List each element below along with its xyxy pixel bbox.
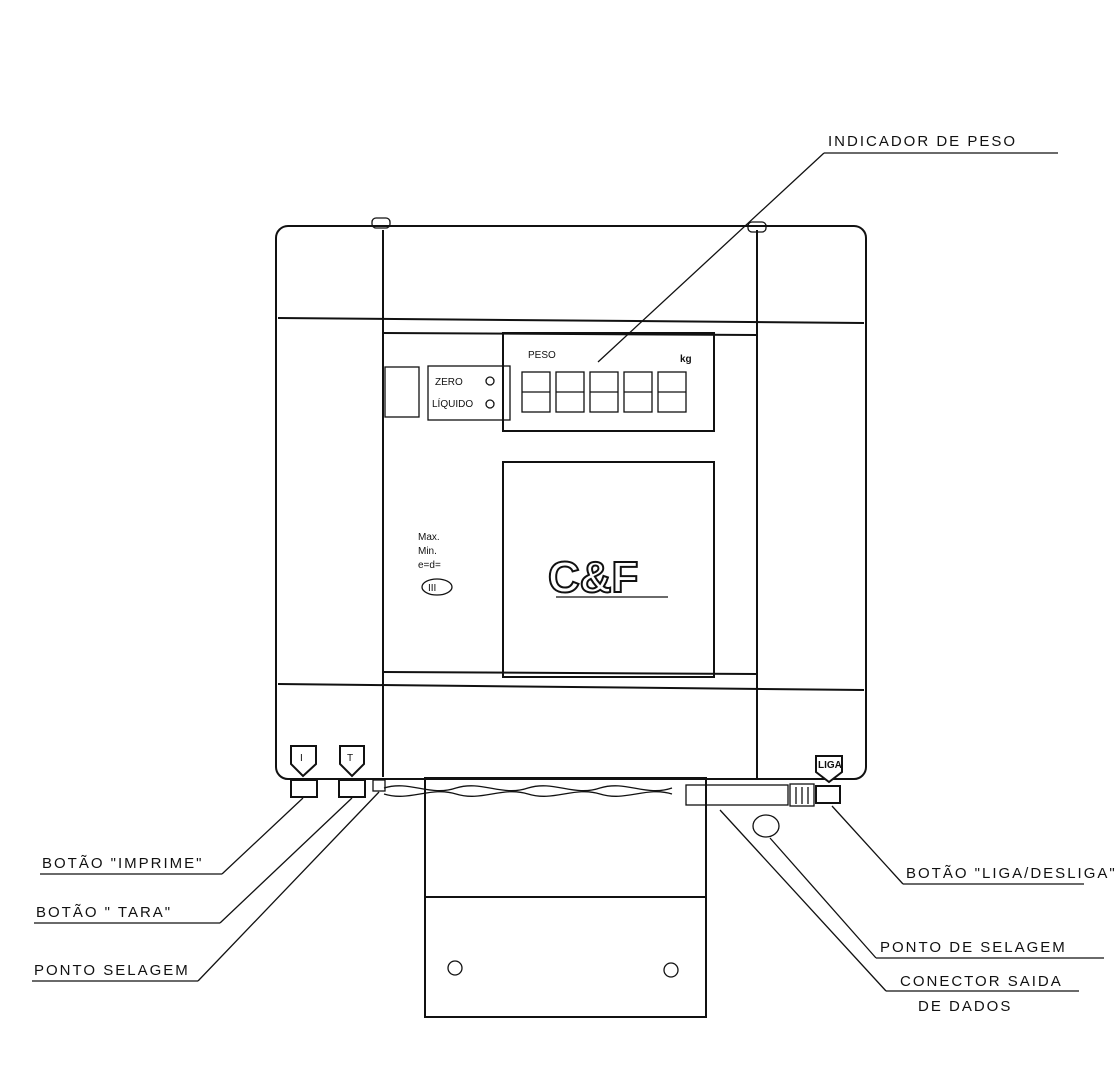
callout-conector-line1: CONECTOR SAIDA [900,973,1063,990]
indicator-housing [276,218,866,779]
max-label: Max. [418,532,440,543]
mounting-bracket [384,778,706,1017]
zero-label: ZERO [435,377,463,388]
ponto-selagem-left [373,780,385,791]
callout-ponto-selagem: PONTO SELAGEM [34,962,190,979]
class-label: III [428,583,436,594]
weight-display: PESO kg [503,333,714,431]
callout-botao-imprime: BOTÃO "IMPRIME" [42,855,204,872]
imprime-button[interactable]: I [291,746,317,797]
liga-key-label: LIGA [818,760,842,771]
liquido-label: LÍQUIDO [432,397,473,410]
tara-button[interactable]: T [339,746,365,797]
min-label: Min. [418,546,437,557]
accuracy-class-icon [422,579,452,595]
metrology-markings: Max. Min. e=d= III [418,532,452,595]
tara-key-label: T [347,753,353,764]
seven-segment-digits [522,372,686,412]
peso-label: PESO [528,350,556,361]
callout-botao-liga-desliga: BOTÃO "LIGA/DESLIGA" [906,865,1117,882]
liquido-led-icon [486,400,494,408]
status-indicators: ZERO LÍQUIDO [385,366,510,420]
ed-label: e=d= [418,560,441,571]
brand-panel: C&F [503,462,714,677]
callout-botao-tara: BOTÃO " TARA" [36,904,172,921]
callout-indicador-peso: INDICADOR DE PESO [828,133,1017,150]
seal-point-icon [753,815,779,837]
zero-led-icon [486,377,494,385]
brand-logo: C&F [548,553,638,602]
unit-label: kg [680,354,692,365]
callout-ponto-de-selagem: PONTO DE SELAGEM [880,939,1067,956]
callout-conector-line2: DE DADOS [918,998,1012,1015]
imprime-key-label: I [300,753,303,764]
